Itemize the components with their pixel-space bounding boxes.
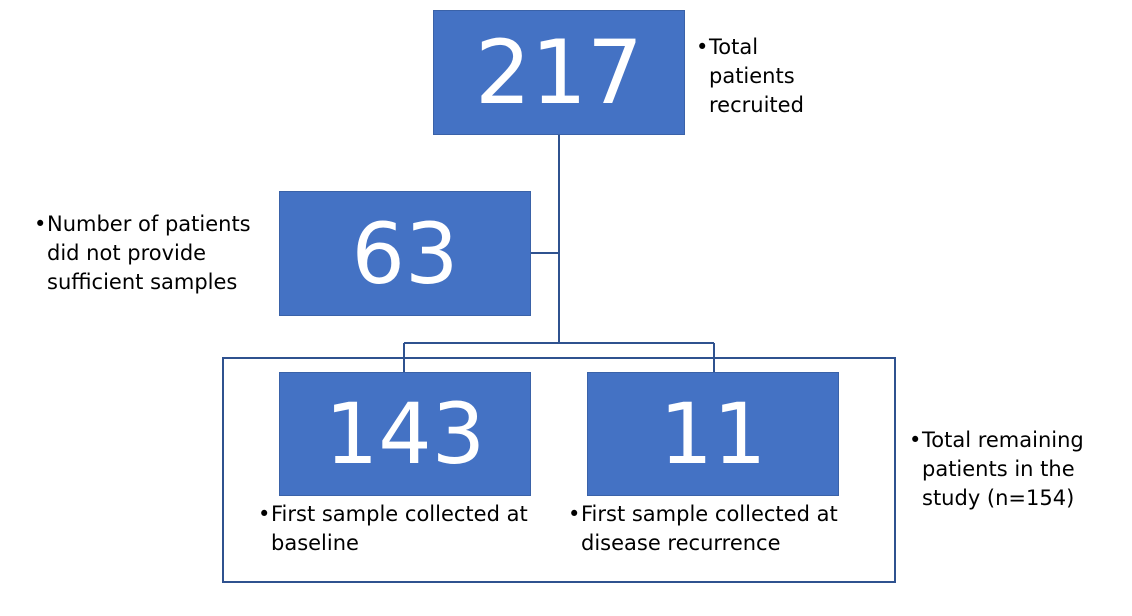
bullet: • [696, 35, 709, 59]
baseline-label: First sample collected at baseline [271, 502, 528, 555]
recurrence-box: 11 [587, 372, 839, 496]
bullet: • [258, 502, 271, 526]
total-recruited-note: • Total patients recruited [696, 33, 869, 120]
remaining-patients-frame [222, 357, 896, 583]
baseline-note: • First sample collected at baseline [258, 500, 571, 558]
excluded-patients-note: • Number of patients did not provide suf… [34, 210, 287, 297]
total-recruited-label: Total patients recruited [709, 35, 804, 117]
total-recruited-value: 217 [475, 20, 643, 124]
recurrence-label: First sample collected at disease recurr… [581, 502, 838, 555]
bullet: • [909, 428, 922, 452]
recurrence-value: 11 [659, 385, 767, 483]
total-recruited-box: 217 [433, 10, 685, 135]
recurrence-note: • First sample collected at disease recu… [568, 500, 881, 558]
bullet: • [568, 502, 581, 526]
bullet: • [34, 212, 47, 236]
excluded-patients-label: Number of patients did not provide suffi… [47, 212, 251, 294]
baseline-box: 143 [279, 372, 531, 496]
baseline-value: 143 [324, 385, 486, 483]
excluded-patients-value: 63 [351, 204, 459, 303]
excluded-patients-box: 63 [279, 191, 531, 316]
remaining-patients-label: Total remaining patients in the study (n… [922, 428, 1084, 510]
remaining-patients-note: • Total remaining patients in the study … [909, 426, 1122, 513]
